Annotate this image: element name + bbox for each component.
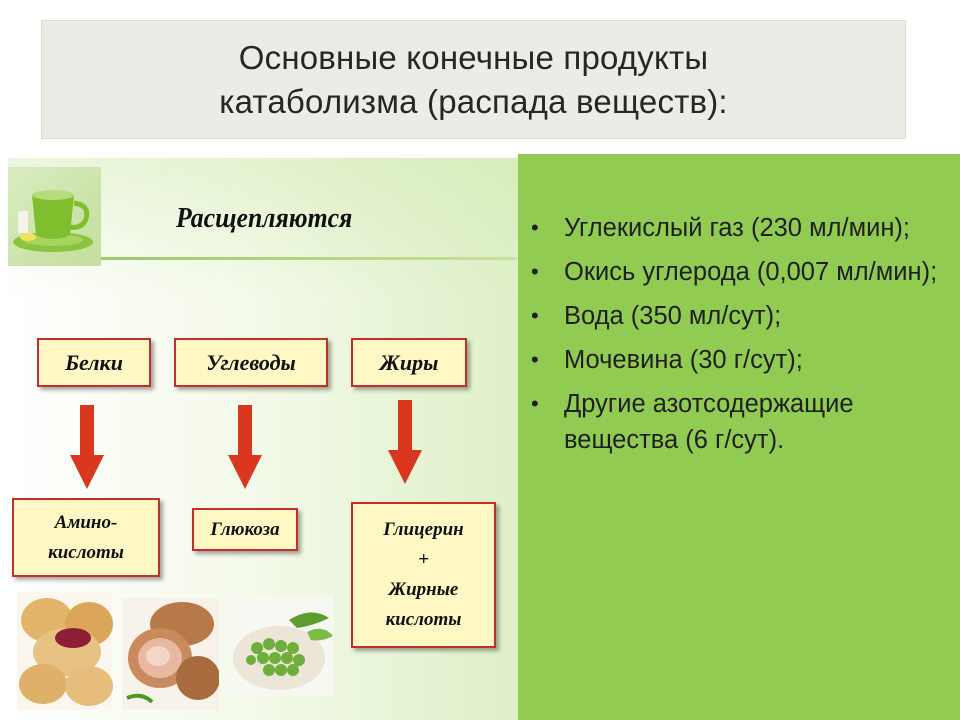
list-item: • Вода (350 мл/сут); <box>526 298 946 334</box>
heading-divider <box>101 257 517 260</box>
acids-label: кислоты <box>385 609 462 630</box>
bullet-icon: • <box>531 259 539 284</box>
list-item: • Другие азотсодержащие вещества (6 г/сут… <box>526 386 946 458</box>
box-fats: Жиры <box>351 338 467 387</box>
products-list: • Углекислый газ (230 мл/мин); • Окись угл… <box>526 210 946 466</box>
box-carbohydrates: Углеводы <box>174 338 328 387</box>
box-proteins: Белки <box>37 338 151 387</box>
fatty-label: Жирные <box>388 579 459 600</box>
product-item-text: Окись углерода (0,007 мл/мин); <box>564 258 938 286</box>
bullet-icon: • <box>531 347 539 372</box>
arrow-carbohydrates-to-glucose <box>228 405 262 489</box>
slide-title-line-2: катаболизма (распада веществ): <box>219 82 728 120</box>
bullet-icon: • <box>531 215 539 240</box>
meat-roll-image <box>122 598 219 710</box>
glucose-label: Глюкоза <box>210 518 280 540</box>
bullet-icon: • <box>531 391 539 416</box>
product-item-text: Другие азотсодержащие вещества (6 г/сут)… <box>564 390 854 454</box>
arrow-proteins-to-amino-acids <box>70 405 104 489</box>
glycerol-label: Глицерин <box>383 519 464 540</box>
product-item-text: Мочевина (30 г/сут); <box>564 346 803 374</box>
list-item: • Окись углерода (0,007 мл/мин); <box>526 254 946 290</box>
product-item-text: Углекислый газ (230 мл/мин); <box>564 214 911 242</box>
box-glycerol-fatty-acids: Глицерин + Жирные кислоты <box>351 502 496 648</box>
product-item-text: Вода (350 мл/сут); <box>564 302 782 330</box>
bread-buns-image <box>17 592 113 710</box>
slide-title-line-1: Основные конечные продукты <box>238 38 709 76</box>
slide-title: Основные конечные продукты катаболизма (… <box>41 20 906 139</box>
bullet-icon: • <box>531 303 539 328</box>
products-panel <box>518 154 960 720</box>
tea-cup-image <box>8 167 101 266</box>
list-item: • Мочевина (30 г/сут); <box>526 342 946 378</box>
box-glucose: Глюкоза <box>192 508 298 551</box>
amino-acids-line-1: Амино- <box>54 511 118 533</box>
plus-sign: + <box>418 549 429 570</box>
amino-acids-line-2: кислоты <box>48 541 124 563</box>
list-item: • Углекислый газ (230 мл/мин); <box>526 210 946 246</box>
green-peas-image <box>227 596 334 696</box>
arrow-fats-to-glycerol <box>388 400 422 484</box>
box-amino-acids: Амино- кислоты <box>12 498 160 577</box>
diagram-heading: Расщепляются <box>176 203 353 234</box>
